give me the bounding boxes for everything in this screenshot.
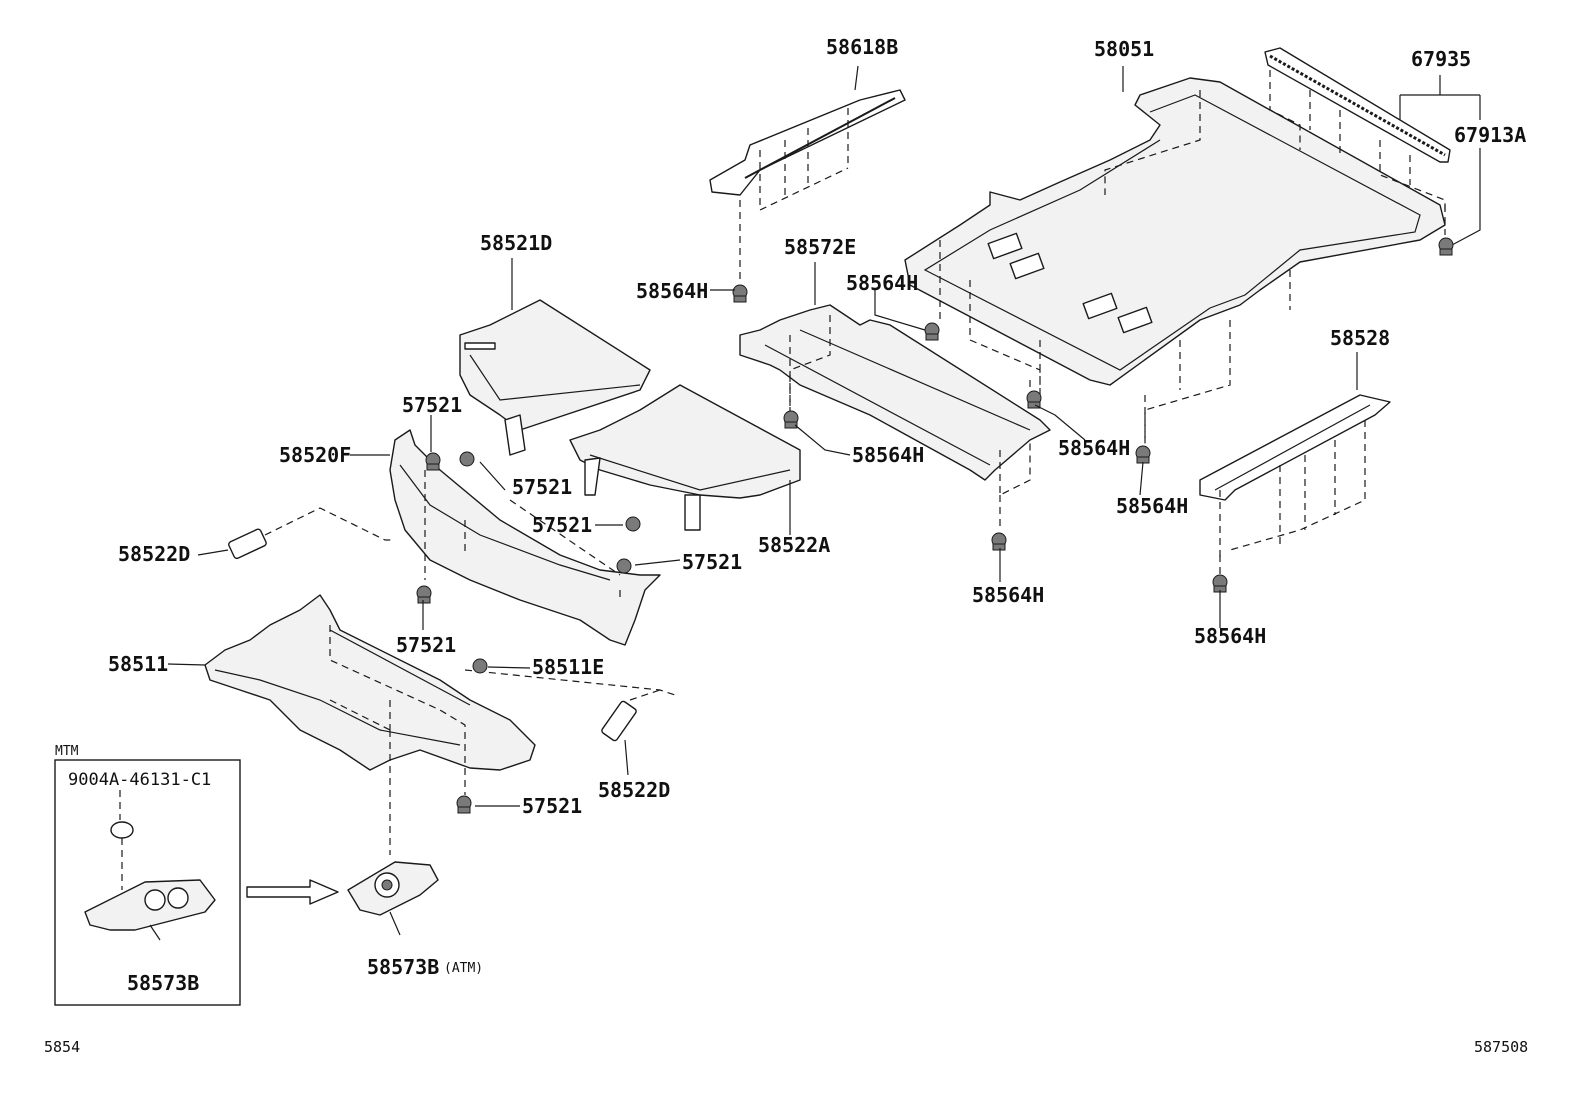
label-58522D-right: 58522D: [598, 778, 670, 802]
part-58051-shape: [904, 77, 1446, 445]
part-58521D-shape: [459, 299, 651, 456]
label-58511: 58511: [108, 652, 168, 676]
label-58521D: 58521D: [480, 231, 552, 255]
label-58511E: 58511E: [532, 655, 604, 679]
label-57521-f: 57521: [522, 794, 582, 818]
part-67935-shape: [1264, 47, 1481, 246]
label-58564H-c: 58564H: [852, 443, 924, 467]
label-58618B: 58618B: [826, 35, 898, 59]
label-58573B-atm: 58573B: [367, 955, 439, 979]
leader-lines: [167, 65, 1358, 807]
label-58564H-g: 58564H: [1194, 624, 1266, 648]
label-57521-b: 57521: [512, 475, 572, 499]
label-67913A: 67913A: [1454, 123, 1526, 147]
label-58564H-d: 58564H: [1058, 436, 1130, 460]
label-58564H-e: 58564H: [1116, 494, 1188, 518]
label-57521-e: 57521: [396, 633, 456, 657]
label-67935: 67935: [1411, 47, 1471, 71]
label-58564H-f: 58564H: [972, 583, 1044, 607]
label-9004A-46131-C1: 9004A-46131-C1: [68, 770, 211, 790]
label-58051: 58051: [1094, 37, 1154, 61]
label-57521-c: 57521: [532, 513, 592, 537]
part-58522D-left-shape: [228, 507, 395, 560]
atm-arrow: [246, 879, 339, 905]
label-58522D-left: 58522D: [118, 542, 190, 566]
part-58520F-shape: [389, 429, 661, 646]
label-58564H-b: 58564H: [846, 271, 918, 295]
part-58618B-shape: [709, 89, 906, 211]
label-58572E: 58572E: [784, 235, 856, 259]
mtm-inset: [54, 759, 241, 1006]
label-mtm: MTM: [55, 744, 79, 759]
part-58528-shape: [1199, 394, 1391, 560]
label-atm-note: (ATM): [444, 961, 483, 976]
label-58528: 58528: [1330, 326, 1390, 350]
label-58564H-a: 58564H: [636, 279, 708, 303]
label-57521-a: 57521: [402, 393, 462, 417]
part-58522D-right-shape: [601, 590, 661, 742]
label-57521-d: 57521: [682, 550, 742, 574]
footer-right-code: 587508: [1474, 1038, 1528, 1056]
label-58573B-mtm: 58573B: [127, 971, 199, 995]
label-58522A: 58522A: [758, 533, 830, 557]
label-58520F: 58520F: [279, 443, 351, 467]
footer-left-code: 5854: [44, 1038, 80, 1056]
part-58511-shape: [204, 594, 676, 795]
part-58522A-shape: [569, 384, 801, 531]
part-58573B-atm-shape: [347, 730, 439, 936]
